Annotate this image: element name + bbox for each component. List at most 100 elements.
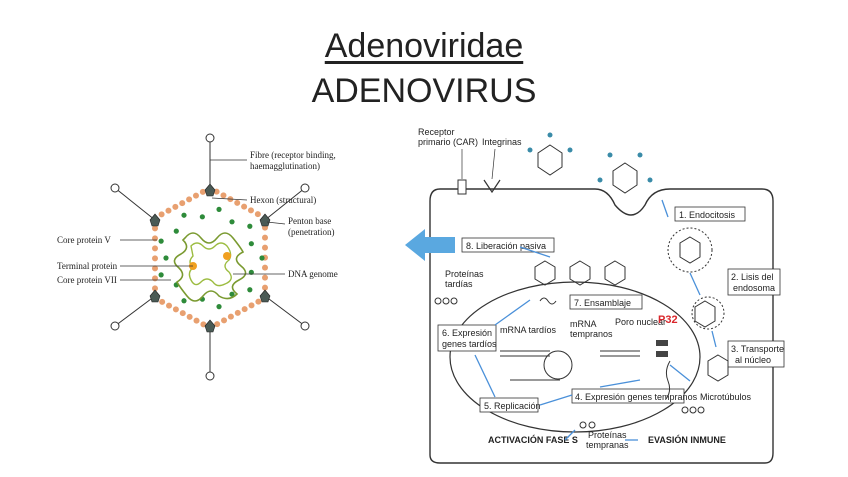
integrin	[483, 179, 501, 194]
hexon-dot	[241, 306, 248, 313]
hexon-dot	[234, 309, 241, 316]
activacion-label: ACTIVACIÓN FASE S	[488, 434, 578, 445]
core-dot	[158, 238, 164, 244]
core-protein-vii-label: Core protein VII	[57, 275, 117, 285]
hexon-dot	[241, 203, 248, 210]
proteinas-tempranas-1: Proteínas	[588, 430, 627, 440]
step-3-label-1: 3. Transporte	[731, 344, 784, 354]
hexon-dot	[179, 200, 186, 207]
terminal-protein-label: Terminal protein	[57, 261, 118, 271]
receptor-label-2: primario (CAR)	[418, 137, 478, 147]
core-dots	[158, 206, 265, 310]
hexon-dot	[186, 196, 193, 203]
step-6-label-2: genes tardíos	[442, 339, 497, 349]
virion-outside	[537, 144, 638, 194]
hexon-dot	[255, 298, 262, 305]
proteinas-tardias-2: tardías	[445, 279, 473, 289]
cycle-arrows	[474, 199, 717, 441]
microtubulos-label: Microtúbulos	[700, 392, 752, 402]
core-dot	[247, 287, 253, 293]
step-8-label: 8. Liberación pasiva	[466, 241, 546, 251]
hexon-dot	[221, 317, 228, 324]
hexon-dot	[166, 302, 173, 309]
nuclear-pore	[656, 340, 668, 346]
mrna-tempranos-1: mRNA	[570, 319, 597, 329]
fibre-knobs	[110, 133, 310, 381]
page-title: Adenoviridae	[324, 27, 524, 65]
hexon-dot	[152, 245, 158, 252]
hexon-dot	[262, 264, 268, 271]
p32-label: P32	[658, 314, 678, 326]
hexon-dot	[262, 274, 268, 281]
penton-label-2: (penetration)	[288, 227, 334, 237]
hexon-dot	[152, 265, 158, 272]
penton-bases	[149, 183, 271, 333]
integrinas-label: Integrinas	[482, 137, 522, 147]
endosome	[667, 227, 713, 273]
mrna-tardios-label: mRNA tardíos	[500, 325, 557, 335]
step-6-label-1: 6. Expresión	[442, 328, 492, 338]
hexon-dot	[172, 203, 179, 210]
step-2-label-1: 2. Lisis del	[731, 272, 774, 282]
core-protein-v	[223, 252, 231, 260]
core-dot	[173, 228, 179, 234]
hexon-dot	[248, 302, 255, 309]
hexon-dot	[247, 207, 254, 214]
hexon-dot	[152, 275, 158, 282]
core-dot	[229, 291, 235, 297]
receptor-car	[457, 179, 467, 195]
hexon-dot	[152, 285, 158, 292]
hexon-dot	[172, 306, 179, 313]
hexon-dot	[214, 321, 221, 328]
hexon-dot	[159, 298, 166, 305]
proteinas-tardias-1: Proteínas	[445, 269, 484, 279]
hexon-dot	[165, 207, 172, 214]
hexon-dot	[199, 188, 206, 195]
hexon-label: Hexon (structural)	[250, 195, 316, 205]
evasion-label: EVASIÓN INMUNE	[648, 434, 726, 445]
step-5-label: 5. Replicación	[484, 401, 541, 411]
core-dot	[199, 214, 205, 220]
hexon-dot	[152, 235, 158, 242]
proteinas-tempranas-2: tempranas	[586, 440, 629, 450]
core-dot	[248, 269, 254, 275]
hexon-dot	[262, 284, 268, 291]
hexon-dot	[152, 255, 158, 262]
fibre-label-2: haemagglutination)	[250, 161, 320, 171]
core-dot	[216, 304, 222, 310]
replication-cycle-diagram: Receptor primario (CAR) Integrinas 8. Li…	[405, 127, 785, 464]
dna-genome	[173, 232, 247, 302]
hexon-dot	[234, 199, 241, 206]
fibres	[114, 138, 306, 376]
core-dot	[181, 212, 187, 218]
core-dot	[247, 223, 253, 229]
assembled-virions	[534, 260, 626, 286]
step-4-label: 4. Expresión genes tempranos	[575, 392, 698, 402]
hexon-dot	[152, 225, 158, 232]
hexon-dot	[220, 192, 227, 199]
step-7-label: 7. Ensamblaje	[574, 298, 631, 308]
cell-membrane	[429, 188, 774, 464]
core-dot	[229, 219, 235, 225]
step-1-label: 1. Endocitosis	[679, 210, 736, 220]
dna-genome-label: DNA genome	[288, 269, 338, 279]
hexon-dot	[193, 317, 200, 324]
page-subtitle: ADENOVIRUS	[311, 72, 537, 110]
core-dot	[181, 298, 187, 304]
core-dot	[216, 206, 222, 212]
hexon-dot	[227, 313, 234, 320]
core-protein-v-label: Core protein V	[57, 235, 111, 245]
hexon-dot	[192, 192, 199, 199]
hexon-dot	[158, 211, 165, 218]
core-dot	[259, 255, 265, 261]
mrna-tempranos-2: tempranos	[570, 329, 613, 339]
penton-label-1: Penton base	[288, 216, 331, 226]
core-dot	[248, 241, 254, 247]
adenovirus-structure-diagram: Fibre (receptor binding, haemagglutinati…	[57, 133, 338, 381]
core-dot	[163, 255, 169, 261]
hexon-dot	[186, 313, 193, 320]
hexon-dot	[254, 211, 261, 218]
hexon-dot	[262, 244, 268, 251]
step-2-label-2: endosoma	[733, 283, 775, 293]
core-dot	[158, 272, 164, 278]
